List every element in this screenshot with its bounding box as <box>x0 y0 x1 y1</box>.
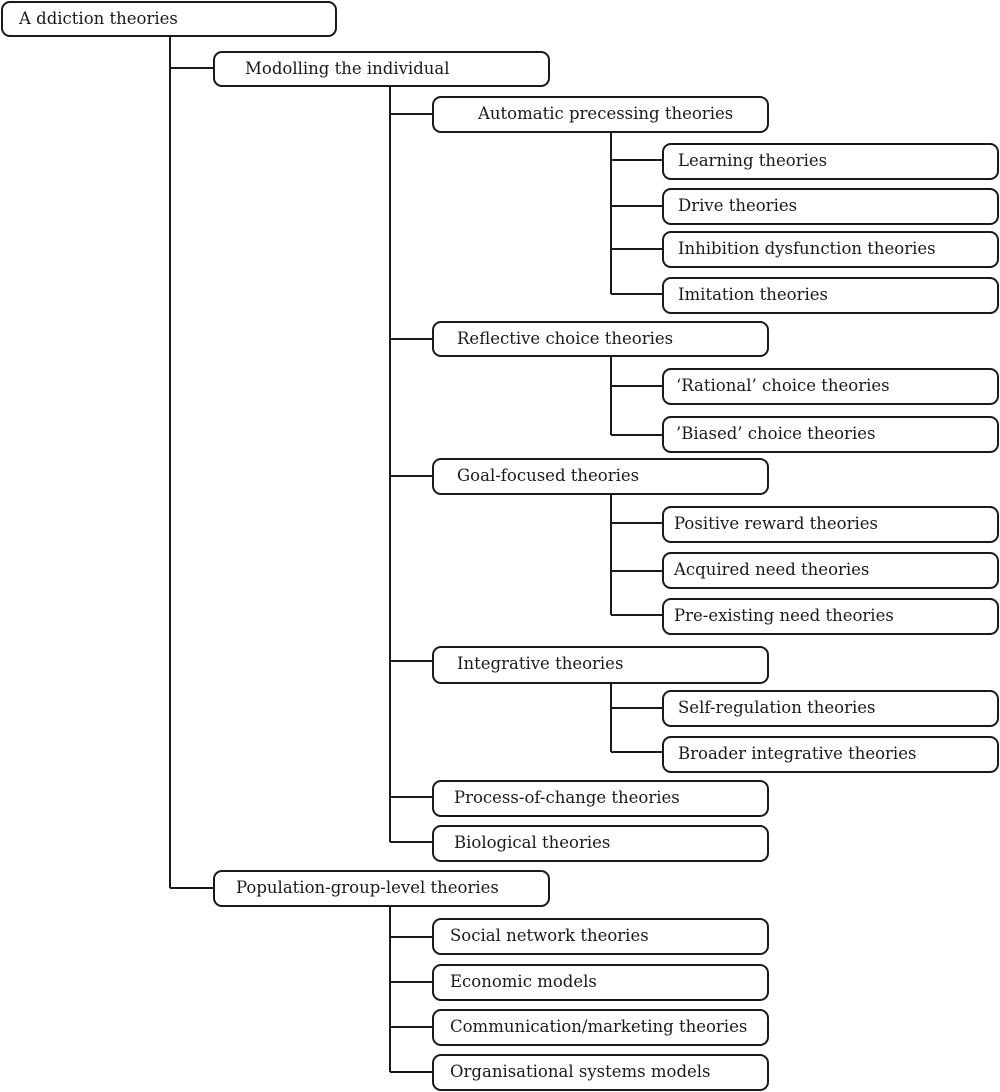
node-label: ’Biased’ choice theories <box>676 424 876 443</box>
node-communication-marketing: Communication/marketing theories <box>432 1009 769 1046</box>
node-social-network: Social network theories <box>432 918 769 955</box>
node-organisational-systems: Organisational systems models <box>432 1054 769 1091</box>
node-process-of-change: Process-of-change theories <box>432 780 769 817</box>
node-automatic-processing: Automatic precessing theories <box>432 96 769 133</box>
node-label: Communication/marketing theories <box>450 1017 748 1036</box>
node-label: Reflective choice theories <box>457 329 674 348</box>
node-root: A ddiction theories <box>1 1 337 37</box>
node-label: Automatic precessing theories <box>478 104 734 123</box>
node-label: Inhibition dysfunction theories <box>678 239 936 258</box>
node-economic-models: Economic models <box>432 964 769 1001</box>
node-label: Economic models <box>450 972 597 991</box>
node-label: Positive reward theories <box>674 514 879 533</box>
node-label: Process-of-change theories <box>454 788 680 807</box>
node-positive-reward: Positive reward theories <box>662 506 999 543</box>
node-biased-choice: ’Biased’ choice theories <box>662 416 999 453</box>
node-biological: Biological theories <box>432 825 769 862</box>
node-label: Goal-focused theories <box>457 466 640 485</box>
node-label: Drive theories <box>678 196 798 215</box>
node-learning: Learning theories <box>662 143 999 180</box>
node-label: Pre-existing need theories <box>674 606 894 625</box>
node-label: ‘Rational’ choice theories <box>676 376 890 395</box>
node-label: Imitation theories <box>678 285 828 304</box>
node-label: Integrative theories <box>457 654 624 673</box>
node-drive: Drive theories <box>662 188 999 225</box>
node-goal-focused: Goal-focused theories <box>432 458 769 495</box>
node-label: Self-regulation theories <box>678 698 876 717</box>
node-root-label: A ddiction theories <box>19 9 178 28</box>
node-pre-existing-need: Pre-existing need theories <box>662 598 999 635</box>
node-rational-choice: ‘Rational’ choice theories <box>662 368 999 405</box>
node-modolling-the-individual: Modolling the individual <box>213 51 550 87</box>
node-population-group-level: Population-group-level theories <box>213 870 550 907</box>
node-label: Learning theories <box>678 151 828 170</box>
node-label: Acquired need theories <box>674 560 870 579</box>
node-label: Modolling the individual <box>245 59 450 78</box>
node-broader-integrative: Broader integrative theories <box>662 736 999 773</box>
node-label: Biological theories <box>454 833 611 852</box>
node-label: Broader integrative theories <box>678 744 917 763</box>
node-integrative: Integrative theories <box>432 646 769 684</box>
node-self-regulation: Self-regulation theories <box>662 690 999 727</box>
node-label: Organisational systems models <box>450 1062 711 1081</box>
node-inhibition-dysfunction: Inhibition dysfunction theories <box>662 231 999 268</box>
node-acquired-need: Acquired need theories <box>662 552 999 589</box>
node-label: Population-group-level theories <box>236 878 499 897</box>
node-label: Social network theories <box>450 926 649 945</box>
node-reflective-choice: Reflective choice theories <box>432 321 769 357</box>
node-imitation: Imitation theories <box>662 277 999 314</box>
